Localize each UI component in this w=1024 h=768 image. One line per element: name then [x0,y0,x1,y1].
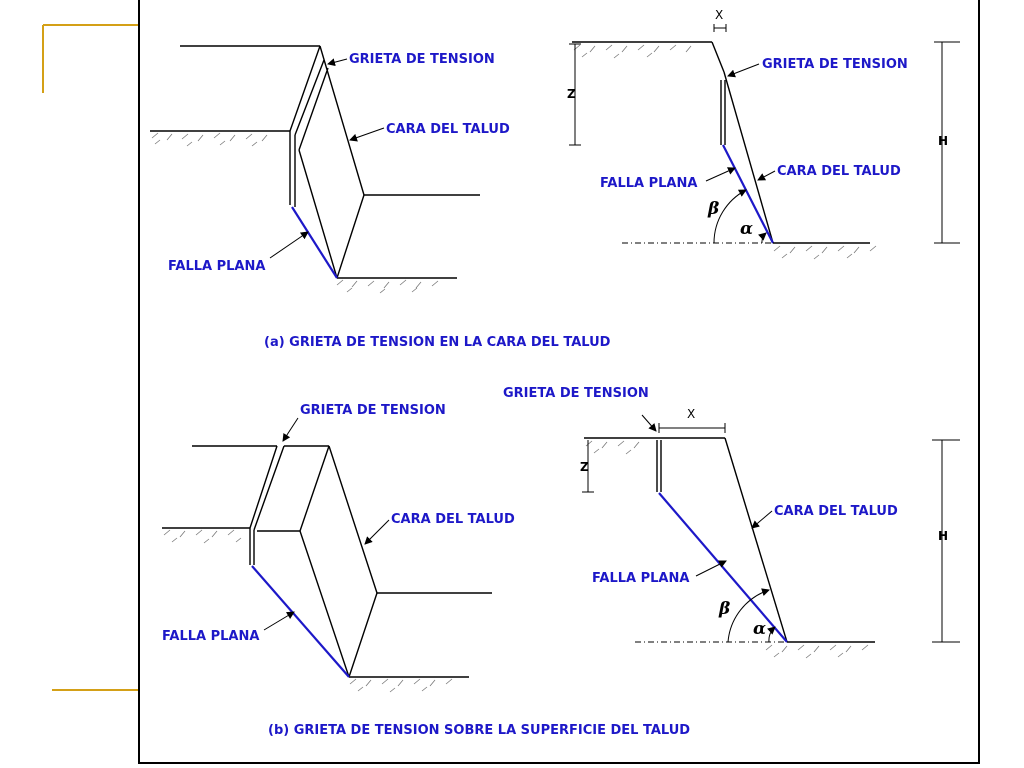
dim-x-b: X [687,407,695,421]
angle-alpha-b: α [753,619,766,639]
label-slope-face-b1: CARA DEL TALUD [391,512,515,527]
label-tension-crack-a1: GRIETA DE TENSION [349,52,495,67]
arrow-tension-crack-a2 [727,63,760,78]
arrow-tension-crack-b2 [641,414,657,432]
label-tension-crack-b1: GRIETA DE TENSION [300,403,446,418]
dim-h-a: H [938,134,948,148]
label-plane-failure-a1: FALLA PLANA [168,259,265,274]
panel-b-block-view [162,445,492,693]
label-slope-face-a2: CARA DEL TALUD [777,164,901,179]
dim-x-a: X [715,8,723,22]
arrow-tension-crack-b1 [282,417,299,442]
arrow-plane-failure-a1 [269,231,309,259]
angle-alpha-a: α [740,219,753,239]
angle-beta-b: β [718,599,730,619]
arrow-plane-failure-a2 [705,167,736,182]
arrow-tension-crack-a1 [327,58,348,67]
label-plane-failure-b1: FALLA PLANA [162,629,259,644]
caption-b: (b) GRIETA DE TENSION SOBRE LA SUPERFICI… [268,723,690,738]
label-tension-crack-b2: GRIETA DE TENSION [503,386,649,401]
angle-beta-a: β [707,199,719,219]
panel-a-cross-section [569,24,960,260]
arrow-slope-face-a1 [349,127,385,142]
dim-z-b: Z [580,460,589,474]
label-plane-failure-b2: FALLA PLANA [592,571,689,586]
dim-z-a: Z [567,87,576,101]
label-slope-face-a1: CARA DEL TALUD [386,122,510,137]
arrow-slope-face-a2 [757,170,776,181]
slope-failure-diagram: GRIETA DE TENSION CARA DEL TALUD FALLA P… [150,8,960,738]
arrow-slope-face-b1 [364,519,390,545]
label-tension-crack-a2: GRIETA DE TENSION [762,57,908,72]
arrow-slope-face-b2 [751,510,773,529]
arrow-plane-failure-b2 [695,560,727,577]
label-slope-face-b2: CARA DEL TALUD [774,504,898,519]
arrow-plane-failure-b1 [263,611,295,631]
panel-a-block-view [150,45,480,294]
label-plane-failure-a2: FALLA PLANA [600,176,697,191]
caption-a: (a) GRIETA DE TENSION EN LA CARA DEL TAL… [264,335,611,350]
panel-b-cross-section [582,423,960,659]
diagram-frame: GRIETA DE TENSION CARA DEL TALUD FALLA P… [138,0,980,764]
dim-h-b: H [938,529,948,543]
